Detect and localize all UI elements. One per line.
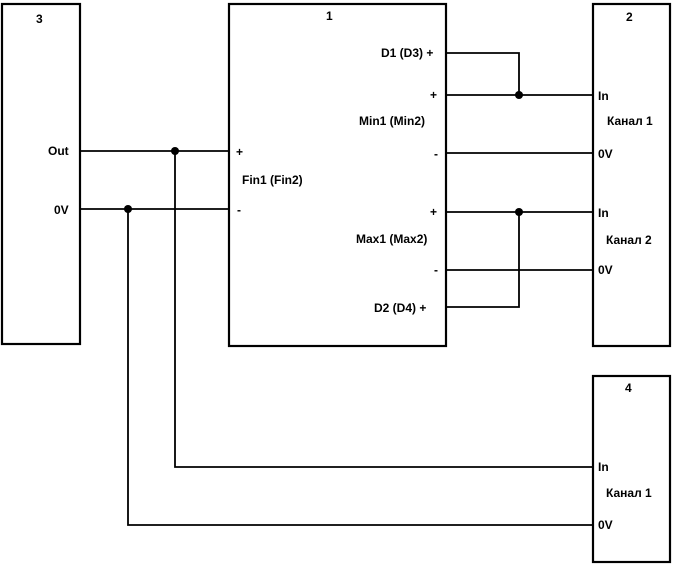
block-1-max-minus: - <box>434 263 438 277</box>
wire-out-block4-in <box>174 151 593 468</box>
block-1-fin-plus: + <box>236 145 243 159</box>
block-4-in-label: In <box>598 460 609 474</box>
block-1-number: 1 <box>326 9 333 23</box>
block-1 <box>227 2 448 348</box>
junction-dot <box>124 205 132 213</box>
junction-dot <box>515 91 523 99</box>
block-2 <box>591 2 672 348</box>
block-3-number: 3 <box>36 12 43 26</box>
block-1-max-plus: + <box>430 205 437 219</box>
wire-d1-junction <box>446 52 520 95</box>
block-1-fin-label: Fin1 (Fin2) <box>242 173 303 187</box>
wires <box>80 52 593 526</box>
block-1-min-plus: + <box>430 88 437 102</box>
block-3-0v-label: 0V <box>54 203 69 217</box>
block-2-0v1-label: 0V <box>598 147 613 161</box>
block-4 <box>591 374 672 564</box>
block-4-0v-label: 0V <box>598 518 613 532</box>
block-1-fin-minus: - <box>237 203 241 217</box>
block-2-in2-label: In <box>598 206 609 220</box>
block-2-in1-label: In <box>598 89 609 103</box>
block-4-number: 4 <box>625 381 632 395</box>
block-4-channel1-label: Канал 1 <box>606 486 652 500</box>
block-1-max-label: Max1 (Max2) <box>356 232 427 246</box>
block-2-0v2-label: 0V <box>598 263 613 277</box>
block-2-channel2-label: Канал 2 <box>606 233 652 247</box>
block-3-out-label: Out <box>48 144 69 158</box>
junction-dot <box>171 147 179 155</box>
junction-dot <box>515 208 523 216</box>
block-1-d2-label: D2 (D4) + <box>374 301 426 315</box>
block-1-d1-label: D1 (D3) + <box>381 46 433 60</box>
block-1-min-minus: - <box>434 147 438 161</box>
block-2-number: 2 <box>626 10 633 24</box>
wire-0v-block4-0v <box>127 209 593 526</box>
block-1-min-label: Min1 (Min2) <box>359 114 425 128</box>
block-2-channel1-label: Канал 1 <box>607 114 653 128</box>
wire-d2-junction <box>446 212 520 308</box>
block-3 <box>0 2 82 346</box>
